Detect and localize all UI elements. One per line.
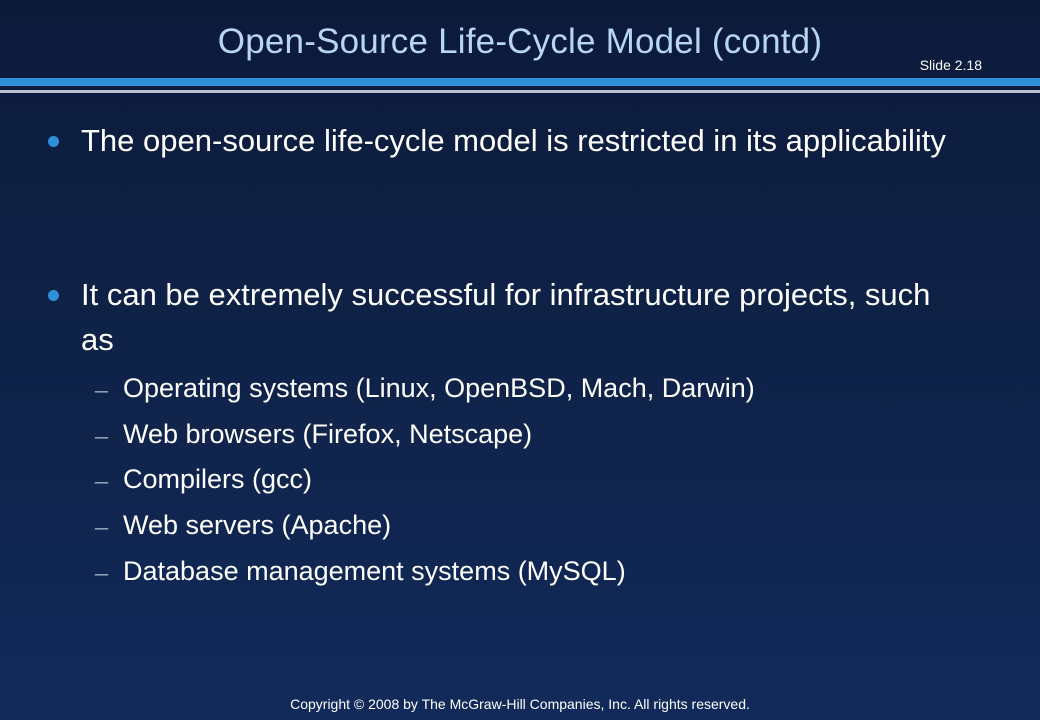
title-divider-thick (0, 78, 1040, 86)
bullet-dot-icon (48, 290, 59, 301)
dash-icon: – (95, 558, 108, 587)
sub-bullet-text: Web browsers (Firefox, Netscape) (123, 419, 533, 449)
slide-number: Slide 2.18 (919, 57, 982, 73)
slide-title: Open-Source Life-Cycle Model (contd) (217, 22, 823, 61)
dash-icon: – (95, 466, 108, 495)
dash-icon: – (95, 375, 108, 404)
bullet-text: The open-source life-cycle model is rest… (81, 123, 946, 158)
sub-bullet-text: Operating systems (Linux, OpenBSD, Mach,… (123, 373, 755, 403)
title-divider-thin (0, 90, 1040, 93)
sub-bullet-text: Database management systems (MySQL) (123, 556, 626, 586)
dash-icon: – (95, 512, 108, 541)
bullet-text: It can be extremely successful for infra… (81, 277, 931, 357)
dash-icon: – (95, 421, 108, 450)
sub-bullet-text: Web servers (Apache) (123, 510, 392, 540)
sub-bullet-text: Compilers (gcc) (123, 464, 313, 494)
copyright-footer: Copyright © 2008 by The McGraw-Hill Comp… (290, 696, 750, 712)
bullet-dot-icon (48, 136, 59, 147)
